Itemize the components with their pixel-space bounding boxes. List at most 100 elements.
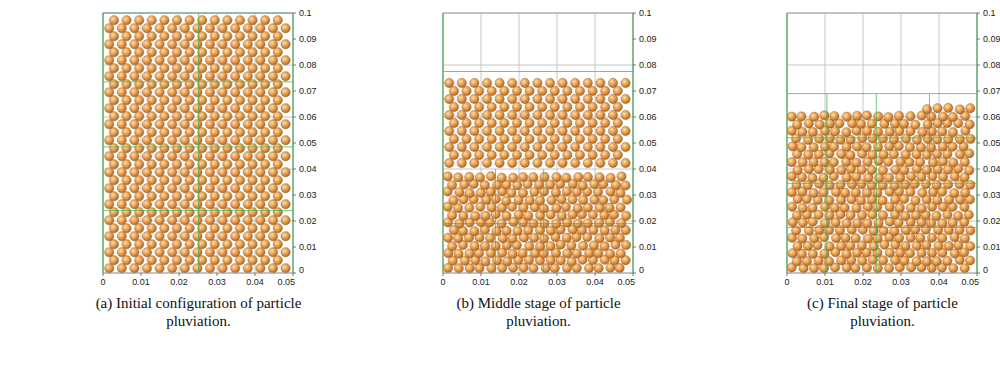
particle xyxy=(933,104,942,113)
particle xyxy=(891,165,900,174)
particle xyxy=(445,158,454,167)
particle xyxy=(583,110,592,119)
particle xyxy=(160,64,169,73)
particle xyxy=(470,158,479,167)
particle xyxy=(160,192,169,201)
axis-tick xyxy=(825,273,826,276)
y-tick-label: 0.06 xyxy=(639,113,657,122)
particle xyxy=(502,196,511,205)
particle xyxy=(235,96,244,105)
particle xyxy=(884,264,893,273)
particle xyxy=(248,96,257,105)
particle xyxy=(185,16,194,25)
x-tick-label: 0.04 xyxy=(586,278,604,287)
particle xyxy=(575,150,584,159)
particle xyxy=(218,232,227,241)
particle xyxy=(147,48,156,57)
particle xyxy=(168,72,177,81)
axis-tick xyxy=(977,91,980,92)
particle xyxy=(500,118,509,127)
particle xyxy=(457,78,466,87)
particle xyxy=(584,264,593,273)
particle xyxy=(122,192,131,201)
particle xyxy=(122,144,131,153)
particle xyxy=(890,181,899,190)
axis-tick xyxy=(293,117,296,118)
particle xyxy=(583,94,592,103)
particle xyxy=(147,112,156,121)
particle xyxy=(193,200,202,209)
particle xyxy=(950,249,959,258)
particle xyxy=(117,216,126,225)
particle xyxy=(109,240,118,249)
particle xyxy=(281,232,290,241)
particle xyxy=(147,96,156,105)
particle xyxy=(109,48,118,57)
particle xyxy=(965,256,974,265)
particle xyxy=(130,232,139,241)
particle xyxy=(621,126,630,135)
particle xyxy=(512,134,521,143)
particle xyxy=(205,248,214,257)
particle xyxy=(558,110,567,119)
particle xyxy=(512,102,521,111)
particle xyxy=(122,32,131,41)
axis-tick xyxy=(633,169,636,170)
particle xyxy=(933,195,942,204)
particle xyxy=(572,249,581,258)
axis-tick xyxy=(293,195,296,196)
particle xyxy=(487,118,496,127)
particle xyxy=(500,134,509,143)
particle xyxy=(105,104,114,113)
particle xyxy=(261,144,270,153)
particle xyxy=(825,181,834,190)
particle xyxy=(210,112,219,121)
particle xyxy=(268,200,277,209)
particle xyxy=(281,152,290,161)
particle xyxy=(261,48,270,57)
particle xyxy=(109,160,118,169)
particle xyxy=(588,118,597,127)
axis-tick xyxy=(633,117,636,118)
particle xyxy=(538,118,547,127)
particle xyxy=(268,104,277,113)
particle xyxy=(596,158,605,167)
y-tick-label: 0.1 xyxy=(983,9,996,18)
particle xyxy=(281,248,290,257)
particle xyxy=(223,240,232,249)
mesh-line xyxy=(443,71,633,72)
axis-tick xyxy=(633,221,636,222)
particle xyxy=(185,256,194,265)
particle xyxy=(231,184,240,193)
particle xyxy=(470,241,479,250)
particle xyxy=(529,233,538,242)
particle xyxy=(135,240,144,249)
particle xyxy=(205,184,214,193)
particle xyxy=(142,216,151,225)
axis-tick xyxy=(977,273,978,276)
particle xyxy=(142,232,151,241)
particle xyxy=(616,249,625,258)
particle xyxy=(231,104,240,113)
panel-plot xyxy=(787,13,980,276)
particle xyxy=(273,240,282,249)
particle xyxy=(922,165,931,174)
particle xyxy=(797,143,806,152)
particle xyxy=(261,160,270,169)
particle xyxy=(193,168,202,177)
particle xyxy=(172,144,181,153)
particle xyxy=(595,173,604,182)
particle xyxy=(235,64,244,73)
axis-tick xyxy=(633,143,636,144)
particle xyxy=(829,142,838,151)
particle xyxy=(538,150,547,159)
particle xyxy=(243,104,252,113)
particle xyxy=(193,56,202,65)
particle xyxy=(210,160,219,169)
particle xyxy=(185,112,194,121)
axis-tick xyxy=(179,273,180,276)
particle xyxy=(454,249,463,258)
particle xyxy=(210,192,219,201)
particle xyxy=(180,56,189,65)
